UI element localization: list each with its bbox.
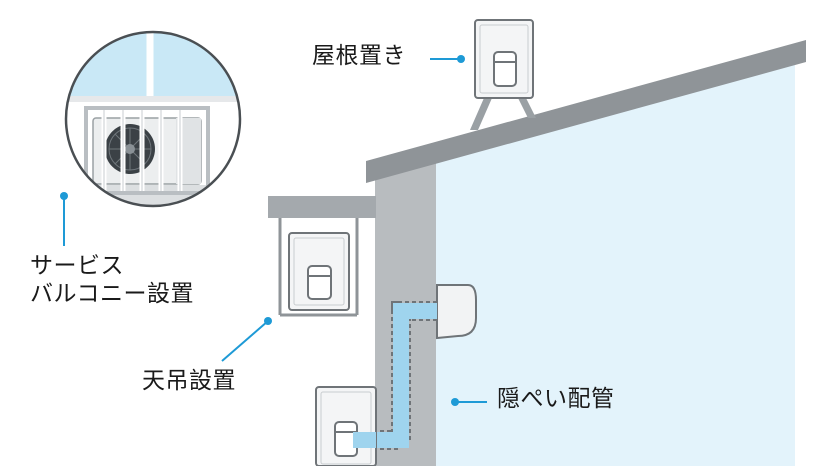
ceiling-leader-line xyxy=(221,320,269,362)
label-roof-placement: 屋根置き xyxy=(312,43,406,69)
ceiling-frame xyxy=(278,218,359,317)
indoor-unit xyxy=(436,284,477,340)
label-service-balcony-line1: サービス xyxy=(30,253,124,279)
label-service-balcony: サービス バルコニー設置 xyxy=(30,252,194,308)
label-concealed-piping: 隠ぺい配管 xyxy=(497,386,615,412)
roof-leader-dot xyxy=(457,55,465,63)
ceiling-outdoor-unit xyxy=(288,232,350,311)
roof-stand xyxy=(470,98,492,130)
balcony-detail-circle xyxy=(64,30,242,208)
roof-outdoor-unit xyxy=(474,19,534,99)
house-wall xyxy=(436,62,795,466)
ground-outdoor-unit xyxy=(315,386,377,466)
roof-stand xyxy=(518,98,536,118)
ceiling-leader-dot xyxy=(264,317,272,325)
label-service-balcony-line2: バルコニー設置 xyxy=(30,281,195,307)
label-ceiling-suspended: 天吊設置 xyxy=(142,368,236,394)
roof xyxy=(366,40,806,183)
overhang xyxy=(268,196,376,218)
